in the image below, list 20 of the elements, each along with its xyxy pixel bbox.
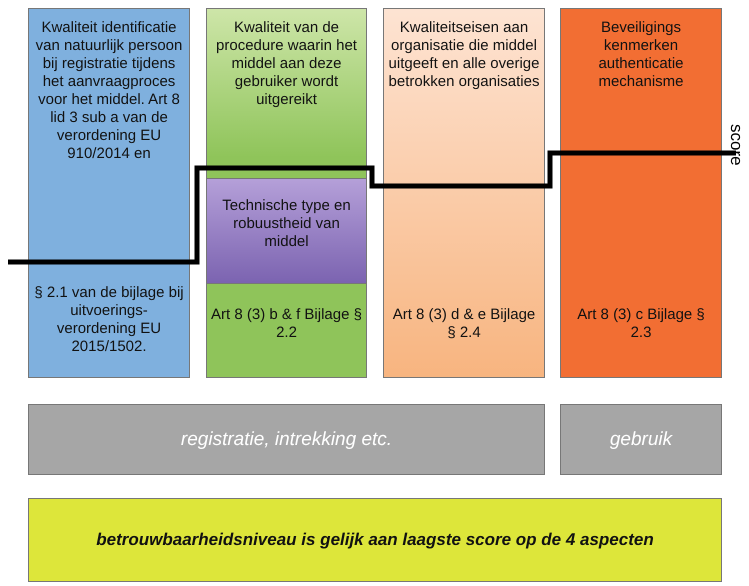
label-text: registratie, intrekking etc. <box>180 428 394 452</box>
body-text: Art 8 (3) d & e Bijlage § 2.4 <box>392 306 536 342</box>
column-panel <box>28 8 190 378</box>
body-text: Technische type en robuustheid van middel <box>221 197 352 251</box>
label-text: gebruik <box>608 428 674 452</box>
category-bar <box>560 404 722 475</box>
inner-box <box>206 178 367 284</box>
category-bar <box>28 404 545 475</box>
column-panel <box>383 8 545 378</box>
body-text: Art 8 (3) c Bijlage § 2.3 <box>576 306 706 342</box>
body-text: Beveiligings kenmerken authenticatie mechanisme <box>597 19 685 91</box>
column-panel <box>206 8 367 378</box>
body-text: § 2.1 van de bijlage bij uitvoerings-verordening EU 2015/1502. <box>33 284 185 356</box>
conclusion-banner <box>28 498 722 582</box>
body-text: Art 8 (3) b & f Bijlage § 2.2 <box>211 306 362 342</box>
body-text: Kwaliteit identificatie van natuurlijk persoon bij registratie tijdens het aanvraagproces voor het middel. Art 8 lid 3 sub a van de verordening EU 910/2014 en <box>34 19 184 163</box>
label-text: betrouwbaarheidsniveau is gelijk aan laagste score op de 4 aspecten <box>95 528 655 551</box>
body-text: Kwaliteitseisen aan organisatie die middel uitgeeft en alle overige betrokken organisaties <box>388 19 540 91</box>
column-panel <box>560 8 722 378</box>
body-text: Kwaliteit van de procedure waarin het middel aan deze gebruiker wordt uitgereikt <box>215 19 358 109</box>
